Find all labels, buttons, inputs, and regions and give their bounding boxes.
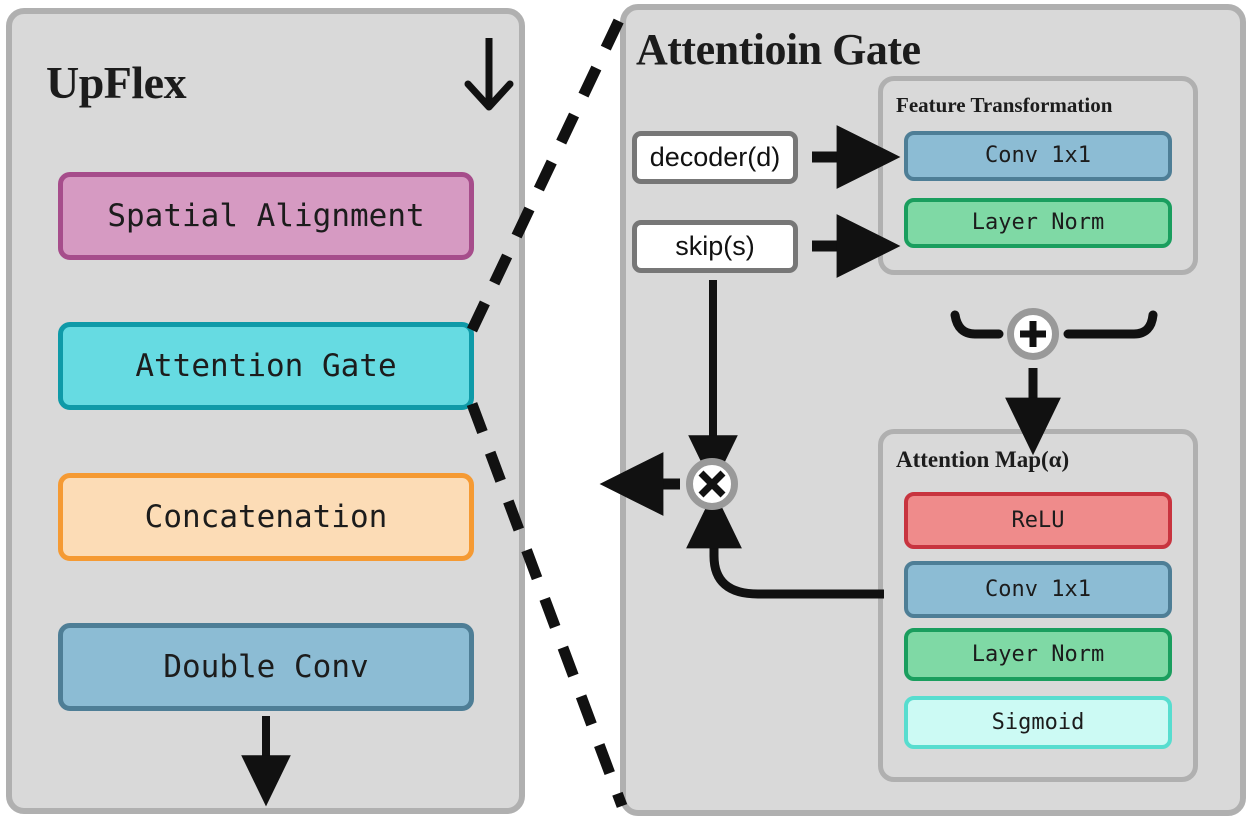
block-am-relu[interactable]: ReLU bbox=[904, 492, 1172, 549]
attention-map-title: Attention Map(α) bbox=[896, 447, 1070, 472]
plus-icon bbox=[1020, 321, 1046, 347]
input-decoder-d[interactable]: decoder(d) bbox=[632, 131, 798, 184]
block-am-sigmoid[interactable]: Sigmoid bbox=[904, 696, 1172, 749]
block-ft-conv-1x1[interactable]: Conv 1x1 bbox=[904, 131, 1172, 181]
block-concatenation[interactable]: Concatenation bbox=[58, 473, 474, 561]
multiply-icon bbox=[698, 470, 726, 498]
block-am-conv-1x1[interactable]: Conv 1x1 bbox=[904, 561, 1172, 618]
block-ft-layer-norm[interactable]: Layer Norm bbox=[904, 198, 1172, 248]
add-operator[interactable] bbox=[1007, 308, 1059, 360]
input-skip-s[interactable]: skip(s) bbox=[632, 220, 798, 273]
block-attention-gate[interactable]: Attention Gate bbox=[58, 322, 474, 410]
block-am-layer-norm[interactable]: Layer Norm bbox=[904, 628, 1172, 681]
upflex-title: UpFlex bbox=[46, 57, 187, 108]
block-double-conv[interactable]: Double Conv bbox=[58, 623, 474, 711]
multiply-operator[interactable] bbox=[686, 458, 738, 510]
attention-gate-title: Attentioin Gate bbox=[636, 25, 921, 74]
feature-transformation-title: Feature Transformation bbox=[896, 93, 1113, 117]
block-spatial-alignment[interactable]: Spatial Alignment bbox=[58, 172, 474, 260]
